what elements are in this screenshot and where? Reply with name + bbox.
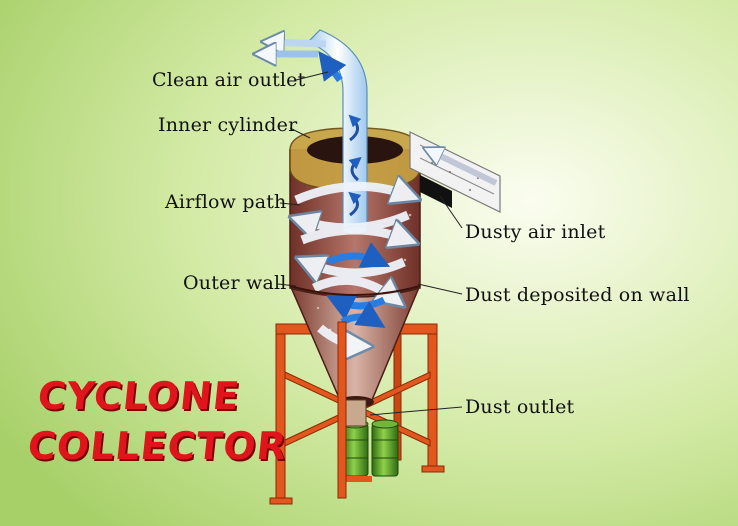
label-dust-outlet: Dust outlet bbox=[465, 396, 575, 418]
title-line-1: CYCLONE bbox=[35, 374, 243, 418]
label-outer-wall: Outer wall bbox=[183, 272, 287, 294]
inner-upflow-arrows bbox=[348, 114, 362, 217]
collection-drums bbox=[341, 419, 399, 482]
airflow-path-spiral bbox=[296, 186, 410, 346]
shell-seam bbox=[289, 285, 421, 296]
leader-lines bbox=[277, 71, 463, 416]
label-dust-deposited-on-wall: Dust deposited on wall bbox=[465, 284, 690, 306]
label-clean-air-outlet: Clean air outlet bbox=[152, 69, 306, 91]
label-dusty-air-inlet: Dusty air inlet bbox=[465, 221, 606, 243]
label-airflow-path: Airflow path bbox=[165, 191, 287, 213]
dust-outlet-spout bbox=[345, 399, 367, 427]
label-inner-cylinder: Inner cylinder bbox=[158, 114, 298, 136]
clean-air-arrows bbox=[262, 42, 347, 83]
support-leg-front bbox=[337, 321, 347, 499]
vortex-blue-arrows bbox=[325, 242, 391, 328]
dusty-air-inlet bbox=[409, 131, 501, 213]
inlet-arrow-icon bbox=[430, 151, 498, 186]
title-line-2: COLLECTOR bbox=[25, 424, 290, 468]
